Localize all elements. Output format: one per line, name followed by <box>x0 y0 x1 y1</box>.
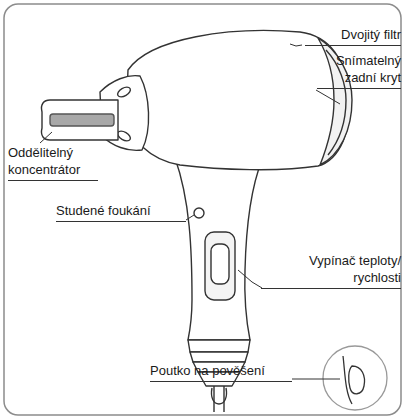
grip-ring <box>190 352 248 362</box>
handle <box>175 158 262 340</box>
leader-line <box>40 132 52 143</box>
part-label: Poutko na pověšení <box>150 362 292 382</box>
frame <box>4 4 401 415</box>
cord <box>214 386 224 412</box>
leader-line <box>290 44 302 46</box>
inset-handle-edge <box>343 356 352 404</box>
inset-circle <box>323 346 387 410</box>
part-label: Studené foukání <box>56 202 186 222</box>
leader-line <box>238 270 262 288</box>
leader-line <box>186 215 194 220</box>
hanging-loop <box>211 388 226 404</box>
leader-line <box>292 379 340 380</box>
leader-lines <box>40 44 340 379</box>
part-label: Vypínač teploty/ rychlosti <box>261 252 401 289</box>
inset-loop <box>349 366 365 394</box>
part-label: Dvojitý filtr <box>305 26 401 46</box>
switch <box>211 244 229 284</box>
part-label: Oddělitelný koncentrátor <box>8 144 98 181</box>
part-label: Snímatelný zadní kryt <box>317 52 401 89</box>
cool-shot-button <box>194 208 204 218</box>
grip-ring <box>188 340 250 352</box>
leader-line <box>316 90 340 104</box>
concentrator-slot <box>50 114 114 126</box>
switch-slot <box>205 232 235 300</box>
loop-inset <box>323 346 387 410</box>
vent-slot <box>116 85 132 99</box>
concentrator <box>41 100 118 140</box>
dryer <box>41 31 352 412</box>
